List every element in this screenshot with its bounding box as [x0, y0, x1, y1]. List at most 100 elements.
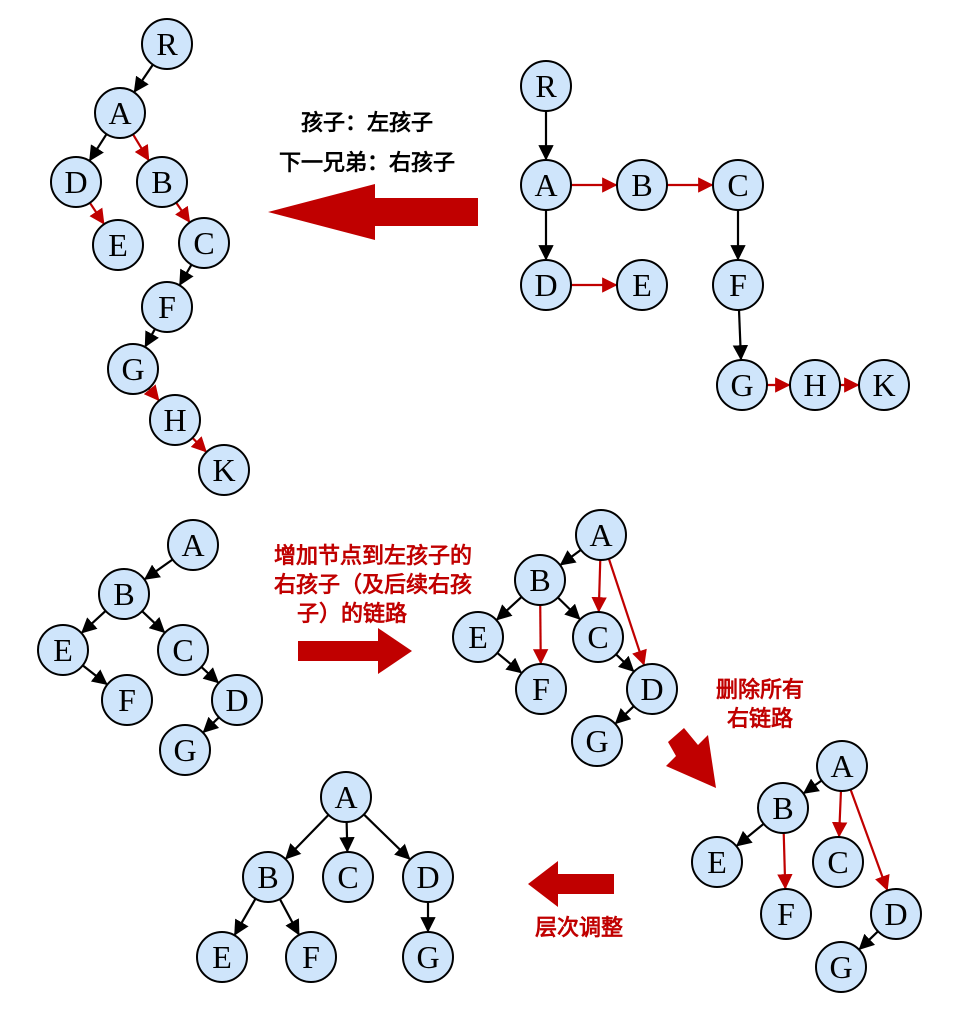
right-links-deleted-node-G: G [815, 941, 867, 993]
delete-links-label-2: 右链路 [727, 706, 794, 732]
adjusted-tree-node-C: C [322, 851, 374, 903]
right-links-deleted-node-D: D [870, 888, 922, 940]
right-links-deleted-node-B: B [757, 782, 809, 834]
added-links-node-E-label: E [468, 619, 488, 655]
binary-input-node-B: B [98, 568, 150, 620]
binary-from-tree-edge-A-D [89, 133, 108, 162]
adjusted-tree-node-F-label: F [302, 939, 320, 975]
binary-input-edge-A-B [143, 558, 174, 580]
added-links-node-G-label: G [585, 723, 608, 759]
added-links-node-D-circle [626, 663, 678, 715]
binary-from-tree-node-F-label: F [158, 289, 176, 325]
binary-input-node-E-circle [37, 624, 89, 676]
child-sibling-tree-node-K: K [858, 359, 910, 411]
added-links-node-B: B [514, 554, 566, 606]
right-links-deleted-node-E: E [691, 836, 743, 888]
right-links-deleted-node-A: A [816, 740, 868, 792]
added-links-node-E: E [452, 611, 504, 663]
added-links-node-E-circle [452, 611, 504, 663]
binary-input-node-A-label: A [181, 527, 204, 563]
binary-from-tree-node-E-circle [92, 219, 144, 271]
added-links-node-B-circle [514, 554, 566, 606]
binary-input-node-C: C [157, 624, 209, 676]
binary-from-tree-edge-C-F [179, 264, 194, 286]
binary-from-tree-node-C: C [178, 217, 230, 269]
adjusted-tree-node-F-circle [285, 931, 337, 983]
child-sibling-tree-node-A: A [520, 159, 572, 211]
child-sibling-tree-node-G-label: G [730, 367, 753, 403]
added-links-edge-B-C [557, 596, 581, 620]
child-sibling-tree-node-H-circle [789, 359, 841, 411]
add-links-label-1: 增加节点到左孩子的 [274, 543, 472, 569]
binary-input-edge-E-F [82, 664, 108, 685]
child-sibling-tree-node-E-circle [616, 259, 668, 311]
binary-from-tree-node-A-circle [94, 87, 146, 139]
adjusted-tree-edge-B-F [278, 898, 300, 936]
binary-input-node-G-circle [159, 724, 211, 776]
right-links-deleted-edge-A-D [849, 789, 890, 892]
binary-from-tree-node-K-circle [198, 444, 250, 496]
right-links-deleted-node-G-circle [815, 941, 867, 993]
added-links-edge-A-B [559, 548, 582, 566]
binary-input-node-F: F [101, 674, 153, 726]
child-sibling-tree-node-G-circle [716, 359, 768, 411]
add-links-label-3: 子）的链路 [297, 601, 408, 627]
binary-from-tree-node-D-label: D [64, 164, 87, 200]
added-links-node-G-circle [571, 715, 623, 767]
right-links-deleted-node-C: C [812, 836, 864, 888]
adjusted-tree-edge-A-B [285, 814, 330, 860]
added-links-node-B-label: B [529, 562, 550, 598]
binary-from-tree-node-H-label: H [163, 402, 186, 438]
binary-input-node-B-label: B [113, 576, 134, 612]
child-sibling-tree-node-C-label: C [727, 167, 748, 203]
binary-input-edge-B-E [81, 610, 107, 634]
binary-from-tree-node-A: A [94, 87, 146, 139]
binary-input-node-F-label: F [118, 682, 136, 718]
binary-from-tree-node-D: D [50, 156, 102, 208]
adjusted-tree-edge-B-E [234, 898, 257, 936]
right-arrow-middle [298, 628, 412, 674]
added-links-node-C-label: C [587, 619, 608, 655]
binary-from-tree-node-C-circle [178, 217, 230, 269]
binary-input-node-D: D [211, 674, 263, 726]
right-links-deleted-node-F-label: F [777, 896, 795, 932]
adjusted-tree-node-B-label: B [257, 859, 278, 895]
right-links-deleted-edge-A-B [802, 778, 823, 794]
adjusted-tree-node-G-label: G [416, 939, 439, 975]
binary-input-node-E-label: E [53, 632, 73, 668]
binary-input-edge-B-C [141, 610, 166, 634]
edges-layer [81, 64, 890, 951]
binary-input-node-C-circle [157, 624, 209, 676]
child-sibling-tree-node-E-label: E [632, 267, 652, 303]
binary-input-node-F-circle [101, 674, 153, 726]
child-sibling-tree-node-F-label: F [729, 267, 747, 303]
left-arrow-top [268, 184, 478, 240]
right-links-deleted-node-G-label: G [829, 949, 852, 985]
left-arrow-bottom [528, 861, 614, 907]
added-links-node-D: D [626, 663, 678, 715]
child-sibling-tree-node-C: C [712, 159, 764, 211]
right-links-deleted-node-B-label: B [772, 790, 793, 826]
child-sibling-tree-node-A-label: A [534, 167, 557, 203]
right-links-deleted-node-F: F [760, 888, 812, 940]
added-links-edge-E-F [496, 652, 523, 674]
adjusted-tree-node-A-label: A [334, 779, 357, 815]
add-links-label-2: 右孩子（及后续右孩 [274, 572, 472, 598]
right-links-deleted-node-D-label: D [884, 896, 907, 932]
added-links-node-D-label: D [640, 671, 663, 707]
rule-label-child: 孩子：左孩子 [301, 110, 433, 136]
binary-from-tree-edge-F-G [144, 328, 159, 348]
child-sibling-tree-node-R-circle [520, 60, 572, 112]
right-links-deleted-node-A-circle [816, 740, 868, 792]
child-sibling-tree-node-E: E [616, 259, 668, 311]
added-links-node-F: F [515, 663, 567, 715]
child-sibling-tree-node-F: F [712, 259, 764, 311]
binary-from-tree-node-G: G [107, 343, 159, 395]
right-links-deleted-node-B-circle [757, 782, 809, 834]
right-links-deleted-node-D-circle [870, 888, 922, 940]
binary-from-tree-node-A-label: A [108, 95, 131, 131]
child-sibling-tree-node-C-circle [712, 159, 764, 211]
binary-from-tree-edge-D-E [88, 202, 105, 225]
binary-input-node-G-label: G [173, 732, 196, 768]
added-links-edge-D-G [614, 705, 635, 725]
